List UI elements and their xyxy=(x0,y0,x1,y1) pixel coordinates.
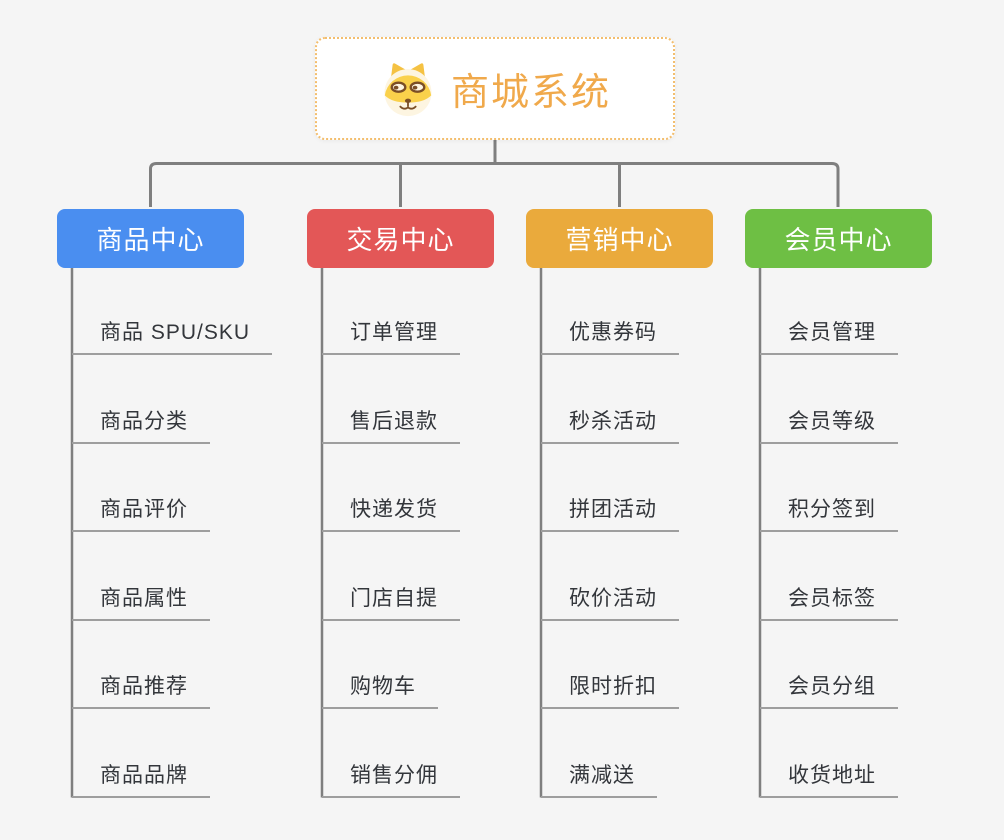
leaf-label: 商品评价 xyxy=(72,493,210,532)
leaf-node[interactable]: 销售分佣 xyxy=(322,709,460,798)
leaf-label: 积分签到 xyxy=(760,493,898,532)
branch-children-trade: 订单管理 售后退款 快递发货 门店自提 购物车 销售分佣 xyxy=(322,267,460,798)
leaf-label: 限时折扣 xyxy=(541,670,679,709)
leaf-label: 会员分组 xyxy=(760,670,898,709)
leaf-node[interactable]: 售后退款 xyxy=(322,355,460,444)
leaf-node[interactable]: 优惠券码 xyxy=(541,267,679,355)
leaf-node[interactable]: 门店自提 xyxy=(322,532,460,621)
leaf-node[interactable]: 商品推荐 xyxy=(72,621,210,709)
leaf-label: 门店自提 xyxy=(322,582,460,621)
branch-children-members: 会员管理 会员等级 积分签到 会员标签 会员分组 收货地址 xyxy=(760,267,898,798)
root-label: 商城系统 xyxy=(450,72,611,114)
leaf-node[interactable]: 商品评价 xyxy=(72,444,210,532)
leaf-label: 购物车 xyxy=(322,670,438,709)
leaf-label: 订单管理 xyxy=(322,316,460,355)
leaf-label: 会员标签 xyxy=(760,582,898,621)
leaf-node[interactable]: 砍价活动 xyxy=(541,532,679,621)
leaf-label: 拼团活动 xyxy=(541,493,679,532)
leaf-node[interactable]: 限时折扣 xyxy=(541,621,679,709)
leaf-label: 销售分佣 xyxy=(322,759,460,798)
branch-node-products[interactable]: 商品中心 xyxy=(57,209,244,268)
leaf-node[interactable]: 商品 SPU/SKU xyxy=(72,267,273,355)
leaf-node[interactable]: 会员分组 xyxy=(760,621,898,709)
root-node[interactable]: 商城系统 xyxy=(315,37,675,140)
leaf-label: 优惠券码 xyxy=(541,316,679,355)
leaf-node[interactable]: 收货地址 xyxy=(760,709,898,798)
branch-label: 营销中心 xyxy=(565,225,674,255)
branch-label: 会员中心 xyxy=(784,225,893,255)
leaf-node[interactable]: 快递发货 xyxy=(322,444,460,532)
branch-children-marketing: 优惠券码 秒杀活动 拼团活动 砍价活动 限时折扣 满减送 xyxy=(541,267,679,798)
leaf-node[interactable]: 满减送 xyxy=(541,709,657,798)
leaf-node[interactable]: 拼团活动 xyxy=(541,444,679,532)
branch-label: 商品中心 xyxy=(96,225,205,255)
branch-label: 交易中心 xyxy=(346,225,455,255)
leaf-node[interactable]: 会员标签 xyxy=(760,532,898,621)
leaf-node[interactable]: 会员管理 xyxy=(760,267,898,355)
leaf-node[interactable]: 秒杀活动 xyxy=(541,355,679,444)
leaf-label: 快递发货 xyxy=(322,493,460,532)
leaf-label: 秒杀活动 xyxy=(541,405,679,444)
leaf-label: 商品分类 xyxy=(72,405,210,444)
leaf-label: 商品属性 xyxy=(72,582,210,621)
leaf-label: 商品推荐 xyxy=(72,670,210,709)
leaf-node[interactable]: 购物车 xyxy=(322,621,438,709)
leaf-label: 商品 SPU/SKU xyxy=(72,316,273,355)
leaf-label: 会员管理 xyxy=(760,316,898,355)
doge-icon xyxy=(379,61,437,117)
branch-children-products: 商品 SPU/SKU 商品分类 商品评价 商品属性 商品推荐 商品品牌 xyxy=(72,267,273,798)
leaf-node[interactable]: 商品品牌 xyxy=(72,709,210,798)
leaf-node[interactable]: 会员等级 xyxy=(760,355,898,444)
connector-rail xyxy=(149,162,840,207)
leaf-node[interactable]: 积分签到 xyxy=(760,444,898,532)
leaf-label: 商品品牌 xyxy=(72,759,210,798)
leaf-node[interactable]: 订单管理 xyxy=(322,267,460,355)
leaf-label: 砍价活动 xyxy=(541,582,679,621)
branch-node-members[interactable]: 会员中心 xyxy=(745,209,932,268)
branch-node-trade[interactable]: 交易中心 xyxy=(307,209,494,268)
branch-node-marketing[interactable]: 营销中心 xyxy=(526,209,713,268)
leaf-node[interactable]: 商品分类 xyxy=(72,355,210,444)
leaf-label: 收货地址 xyxy=(760,759,898,798)
leaf-node[interactable]: 商品属性 xyxy=(72,532,210,621)
leaf-label: 售后退款 xyxy=(322,405,460,444)
leaf-label: 满减送 xyxy=(541,759,657,798)
leaf-label: 会员等级 xyxy=(760,405,898,444)
